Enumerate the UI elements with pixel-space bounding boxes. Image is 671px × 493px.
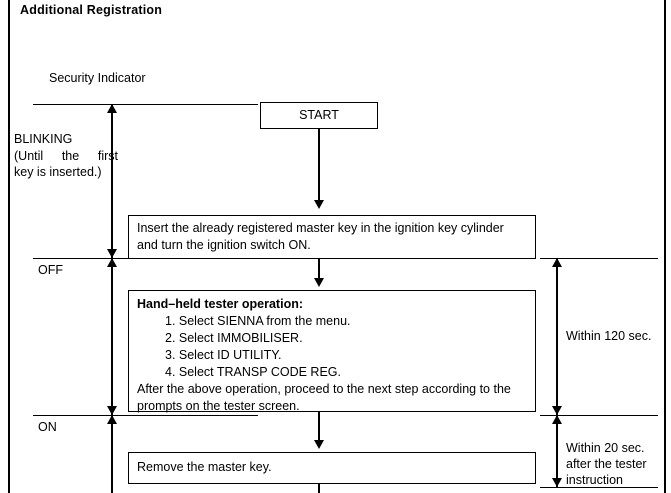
flow-connector-2 <box>318 259 320 282</box>
arrowhead-up-icon <box>552 258 562 267</box>
timing-note-120sec: Within 120 sec. <box>566 329 652 343</box>
arrowhead-down-icon <box>107 249 117 258</box>
arrowhead-up-icon <box>107 104 117 113</box>
arrowhead-down-icon <box>314 440 324 449</box>
timing-note-20sec-line3: instruction <box>566 473 623 487</box>
blinking-text: BLINKING <box>14 132 73 146</box>
flow-connector-3 <box>318 412 320 444</box>
list-item: 2. Select IMMOBILISER. <box>165 331 303 345</box>
dimension-line-blinking <box>111 104 113 258</box>
dimension-line-on <box>111 415 113 493</box>
flow-box-start: START <box>260 102 378 129</box>
timeline-rule-on <box>33 415 258 416</box>
tester-heading: Hand–held tester operation: <box>137 297 303 311</box>
state-label-off: OFF <box>38 263 63 277</box>
arrowhead-down-icon <box>314 278 324 287</box>
arrowhead-down-icon <box>107 406 117 415</box>
arrowhead-down-icon <box>552 406 562 415</box>
blinking-state-label: BLINKING (Until the first key is inserte… <box>14 131 118 181</box>
page-border-left <box>8 0 10 493</box>
list-item: 3. Select ID UTILITY. <box>165 348 282 362</box>
arrowhead-up-icon <box>107 415 117 424</box>
tester-footer-note: After the above operation, proceed to th… <box>137 382 511 413</box>
timeline-rule-blinking <box>33 104 258 105</box>
timing-rule-middle <box>540 415 658 416</box>
arrowhead-down-icon <box>552 478 562 487</box>
timing-dimension-120 <box>556 258 558 415</box>
state-label-on: ON <box>38 420 57 434</box>
flow-connector-1 <box>318 129 320 207</box>
page-title: Additional Registration <box>20 3 163 17</box>
timing-note-20sec-line2: after the tester <box>566 457 647 471</box>
timing-rule-bottom <box>540 487 658 488</box>
timing-dimension-20 <box>556 415 558 487</box>
flow-box-tester-operation: Hand–held tester operation: 1. Select SI… <box>128 290 536 413</box>
page-border-right <box>664 0 666 493</box>
list-item: 4. Select TRANSP CODE REG. <box>165 365 341 379</box>
arrowhead-up-icon <box>552 415 562 424</box>
blinking-note-line1: (Until the first <box>14 148 118 163</box>
arrowhead-up-icon <box>107 258 117 267</box>
timing-rule-top <box>540 258 658 259</box>
tester-step-list: 1. Select SIENNA from the menu. 2. Selec… <box>137 313 527 381</box>
timing-note-20sec-line1: Within 20 sec. <box>566 441 645 455</box>
flow-box-remove-key: Remove the master key. <box>128 452 536 484</box>
timing-note-20sec: Within 20 sec. after the tester instruct… <box>566 440 661 488</box>
list-item: 1. Select SIENNA from the menu. <box>165 314 351 328</box>
security-indicator-label: Security Indicator <box>49 71 146 85</box>
dimension-line-off <box>111 258 113 415</box>
flow-connector-4 <box>318 484 320 493</box>
blinking-note-line2: key is inserted.) <box>14 165 102 179</box>
arrowhead-down-icon <box>314 200 324 209</box>
flow-box-insert-key: Insert the already registered master key… <box>128 215 536 259</box>
